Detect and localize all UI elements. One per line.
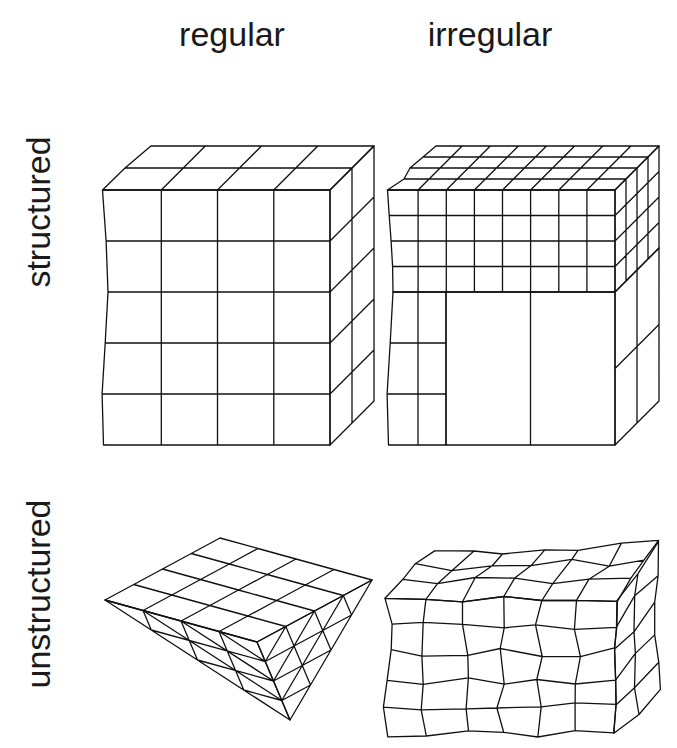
mesh-lines xyxy=(615,248,659,445)
mesh-lines xyxy=(385,540,659,602)
structured-regular-mesh xyxy=(102,146,374,445)
mesh-lines xyxy=(102,190,330,445)
structured-irregular-mesh xyxy=(387,146,659,445)
mesh-lines xyxy=(383,597,617,738)
unstructured-irregular-mesh xyxy=(383,540,660,737)
mesh-lines xyxy=(388,146,660,190)
mesh-lines xyxy=(446,292,615,445)
mesh-lines xyxy=(257,580,372,720)
unstructured-regular-mesh xyxy=(105,538,372,720)
mesh-lines xyxy=(388,190,616,292)
row-heading: structured xyxy=(21,136,55,287)
row-heading: unstructured xyxy=(21,500,55,689)
mesh-lines xyxy=(103,146,375,190)
mesh-lines xyxy=(105,600,290,720)
mesh-lines xyxy=(614,541,661,733)
column-heading: regular xyxy=(179,17,285,51)
column-heading: irregular xyxy=(428,17,553,51)
mesh-lines xyxy=(330,146,374,445)
mesh-lines xyxy=(387,292,446,445)
